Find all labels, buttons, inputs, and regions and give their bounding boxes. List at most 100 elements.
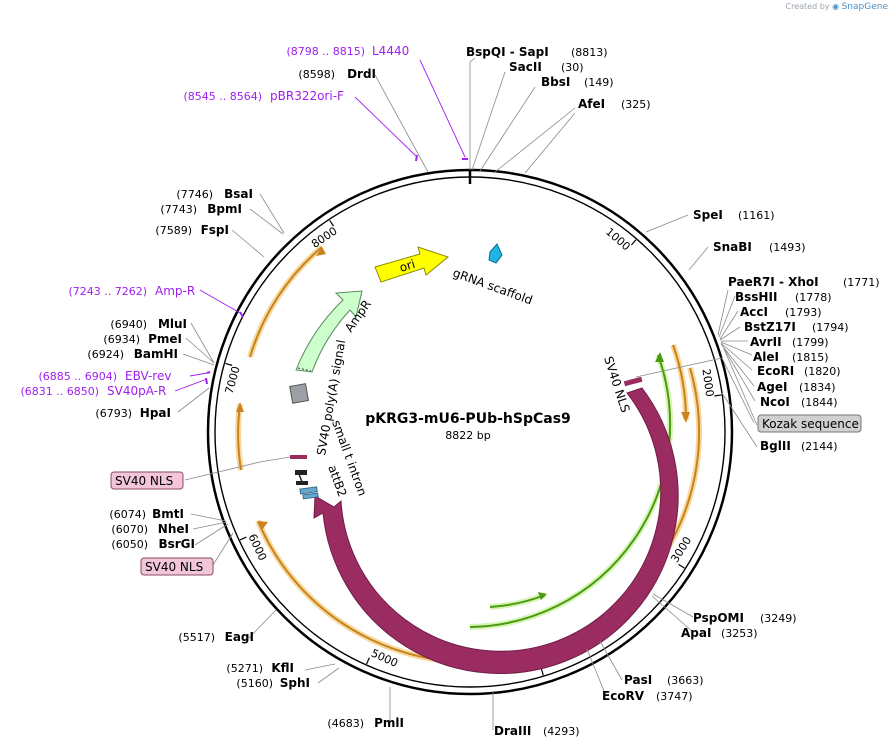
enzyme-position: (5271) <box>226 662 263 675</box>
primer-name: L4440 <box>372 44 409 58</box>
tick-mark <box>630 239 637 246</box>
orf-arrowhead-right-short <box>681 412 690 423</box>
enzyme-name: AgeI <box>757 380 787 394</box>
sv40-nls-box-label-2: SV40 NLS <box>145 560 203 574</box>
tick-mark <box>239 536 247 541</box>
enzyme-name: BglII <box>760 439 791 453</box>
enzyme-position: (3253) <box>721 627 758 640</box>
primer-marker-pbr322ori-f <box>415 154 418 162</box>
enzyme-name: AvrII <box>750 335 782 349</box>
enzyme-position: (1820) <box>804 365 841 378</box>
tick-label: 8000 <box>309 224 340 250</box>
enzyme-name: EcoRI <box>757 364 794 378</box>
enzyme-name: PmeI <box>148 332 182 346</box>
enzyme-name: AccI <box>740 305 768 319</box>
enzyme-name: BsaI <box>224 187 253 201</box>
ori-label: ori <box>398 257 417 275</box>
enzyme-position: (8813) <box>571 46 608 59</box>
attb2-feature-2 <box>302 492 319 500</box>
kozak-sequence-label: Kozak sequence <box>762 417 859 431</box>
ori-feature <box>374 246 450 283</box>
orf-arc-green-outer-line <box>469 354 672 628</box>
sv40-nls-box-2: SV40 NLS <box>140 557 214 576</box>
enzyme-name: BsrGI <box>158 537 195 551</box>
enzyme-name: BmtI <box>152 507 184 521</box>
grna-scaffold-label: gRNA scaffold <box>451 266 534 308</box>
enzyme-position: (7743) <box>160 203 197 216</box>
enzyme-name: PasI <box>624 673 652 687</box>
enzyme-position: (1815) <box>792 351 829 364</box>
enzyme-name: MluI <box>158 317 187 331</box>
orf-arrowhead-green-inner <box>538 592 547 600</box>
cas9-feature <box>313 387 679 675</box>
enzyme-name: SpeI <box>693 208 723 222</box>
enzyme-name: NheI <box>158 522 189 536</box>
enzyme-name: BspQI - SapI <box>466 45 549 59</box>
enzyme-position: (325) <box>621 98 651 111</box>
sv40-nls-feature-right <box>623 376 643 387</box>
enzyme-position: (2144) <box>801 440 838 453</box>
enzyme-position: (6074) <box>109 508 146 521</box>
primer-marker-ebv-rev <box>206 371 211 374</box>
enzyme-position: (149) <box>584 76 614 89</box>
tick-mark <box>540 668 544 676</box>
enzyme-name: BbsI <box>541 75 570 89</box>
primer-name: pBR322ori-F <box>270 89 344 103</box>
primer-name: SV40pA-R <box>107 384 166 398</box>
enzyme-position: (5160) <box>236 677 273 690</box>
ampr-feature <box>295 290 363 373</box>
enzyme-position: (1799) <box>792 336 829 349</box>
orf-arrowhead-top-left <box>316 247 326 256</box>
enzyme-name: BstZ17I <box>744 320 796 334</box>
small-t-intron-feature <box>295 470 307 475</box>
primer-position: (6885 .. 6904) <box>38 370 117 383</box>
enzyme-position: (1844) <box>801 396 838 409</box>
snapgene-credit: Created by ◉ SnapGene <box>786 2 889 12</box>
enzyme-position: (7589) <box>155 224 192 237</box>
snapgene-logo-icon: ◉ <box>832 2 840 11</box>
enzyme-name: AfeI <box>578 97 605 111</box>
enzyme-name: PspOMI <box>693 611 744 625</box>
enzyme-name: FspI <box>201 223 229 237</box>
sv40-polya-feature <box>289 383 310 404</box>
enzyme-position: (6050) <box>111 538 148 551</box>
tick-marks: 10002000300040005000600070008000 <box>223 219 722 676</box>
enzyme-name: KflI <box>271 661 294 675</box>
orf-arc-green-inner <box>489 592 547 610</box>
orf-arrowhead-long-bottom <box>258 521 268 530</box>
enzyme-name: DraIII <box>494 724 531 738</box>
primer-position: (8545 .. 8564) <box>183 90 262 103</box>
enzyme-position: (1834) <box>799 381 836 394</box>
enzyme-position: (1771) <box>843 276 880 289</box>
enzyme-position: (1778) <box>795 291 832 304</box>
enzyme-position: (4293) <box>543 725 580 738</box>
enzyme-position: (30) <box>561 61 584 74</box>
enzyme-labels: BspQI - SapI(8813)SacII(30)BbsI(149)AfeI… <box>87 45 879 738</box>
leader-lines <box>174 57 758 730</box>
enzyme-name: AleI <box>753 350 779 364</box>
enzyme-position: (5517) <box>178 631 215 644</box>
orf-arc-right-short <box>670 343 690 421</box>
orf-arrowhead-green-outer <box>655 352 664 362</box>
enzyme-position: (3249) <box>760 612 797 625</box>
enzyme-position: (6924) <box>87 348 124 361</box>
credit-prefix: Created by <box>785 2 830 11</box>
primer-labels: (8798 .. 8815) L4440 (8545 .. 8564) pBR322o… <box>20 44 409 398</box>
orf-arc-top-left-line <box>249 246 323 358</box>
tick-mark <box>365 657 370 665</box>
tick-mark <box>225 362 233 366</box>
enzyme-name: BamHI <box>134 347 178 361</box>
enzyme-position: (4683) <box>327 717 364 730</box>
enzyme-name: BpmI <box>207 202 242 216</box>
tick-label: 7000 <box>223 365 243 395</box>
primer-position: (6831 .. 6850) <box>20 385 99 398</box>
tick-mark <box>678 563 685 569</box>
sv40-nls-feature-left <box>290 455 307 459</box>
attb2-feature-dark <box>296 481 308 485</box>
enzyme-name: EcoRV <box>602 689 645 703</box>
primer-position: (8798 .. 8815) <box>286 45 365 58</box>
enzyme-position: (7746) <box>176 188 213 201</box>
sv40-nls-box-label-1: SV40 NLS <box>115 474 173 488</box>
enzyme-position: (6934) <box>103 333 140 346</box>
